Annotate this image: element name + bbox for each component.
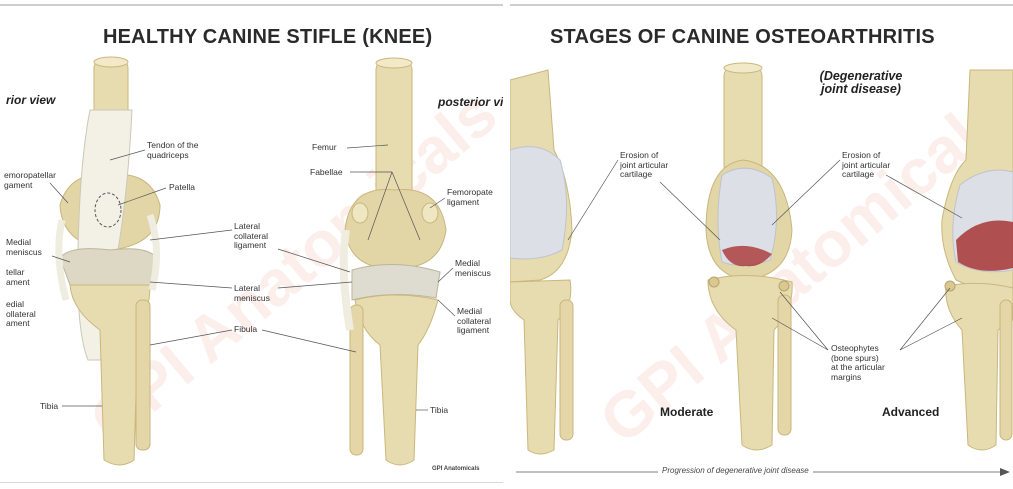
label-fabellae: Fabellae [310, 168, 343, 178]
meniscus-anterior [60, 249, 158, 285]
knee-stage-early [510, 70, 573, 454]
knee-stage-moderate [706, 63, 792, 450]
fabella-lateral [422, 203, 438, 223]
stage-label-advanced: Advanced [882, 405, 939, 419]
osteophyte-advanced-1 [945, 281, 955, 291]
label-femoropatellar-right: Femoropate ligament [447, 188, 493, 207]
label-tibia-right: Tibia [430, 406, 448, 416]
label-tibia-left: Tibia [40, 402, 58, 412]
anterior-view-label: rior view [6, 93, 55, 107]
bottom-divider-left [0, 482, 503, 483]
subtitle-degenerative-joint-disease: (Degenerative joint disease) [806, 70, 916, 96]
cartilage-early [510, 147, 567, 259]
label-femoropatellar-left: emoropatellar gament [4, 171, 56, 190]
brand-logo-text: GPI Anatomicals [432, 466, 479, 472]
label-osteophytes: Osteophytes (bone spurs) at the articula… [831, 344, 885, 382]
tibia-posterior [355, 295, 438, 465]
fabella-medial [352, 203, 368, 223]
label-patella: Patella [169, 183, 195, 193]
progression-arrowhead [1000, 468, 1010, 476]
label-medial-collateral-right: Medial collateral ligament [457, 307, 491, 336]
fibula-early [560, 300, 573, 440]
progression-caption: Progression of degenerative joint diseas… [658, 466, 813, 475]
page-title-osteoarthritis: STAGES OF CANINE OSTEOARTHRITIS [550, 26, 935, 49]
osteoarthritis-panel: GPI Anatomicals [510, 0, 1013, 489]
lateral-collateral-ligament [150, 215, 157, 290]
femur-shaft-posterior [376, 60, 412, 200]
fibula-anterior [136, 300, 150, 450]
stage-label-moderate: Moderate [660, 405, 713, 419]
label-erosion-moderate: Erosion of joint articular cartilage [620, 151, 668, 180]
femur-cut-moderate [724, 63, 762, 73]
label-lateral-collateral-ligament: Lateral collateral ligament [234, 222, 268, 251]
femur-cut-posterior [376, 58, 412, 68]
femoral-condyles-posterior [345, 190, 446, 269]
fibula-advanced [1000, 300, 1012, 440]
label-femur: Femur [312, 143, 337, 153]
osteophyte-moderate-2 [779, 281, 789, 291]
label-medial-meniscus-right: Medial meniscus [455, 259, 491, 278]
posterior-view-label: posterior vi [438, 95, 503, 109]
label-patellar-ligament: tellar ament [6, 268, 30, 287]
femur-cut-anterior [94, 57, 128, 67]
anterior-knee [59, 57, 160, 465]
label-tendon-quadriceps: Tendon of the quadriceps [147, 141, 199, 160]
label-medial-meniscus-left: Medial meniscus [6, 238, 42, 257]
page-title-healthy: HEALTHY CANINE STIFLE (KNEE) [103, 26, 432, 49]
label-lateral-meniscus: Lateral meniscus [234, 284, 270, 303]
label-erosion-advanced: Erosion of joint articular cartilage [842, 151, 890, 180]
knee-stage-advanced [942, 70, 1013, 450]
posterior-knee [344, 58, 446, 465]
label-medial-collateral-left: edial ollateral ament [6, 300, 36, 329]
fibula-moderate [778, 295, 791, 435]
label-fibula: Fibula [234, 325, 257, 335]
healthy-stifle-panel: GPI Anatomicals [0, 0, 503, 489]
osteophyte-moderate-1 [709, 277, 719, 287]
